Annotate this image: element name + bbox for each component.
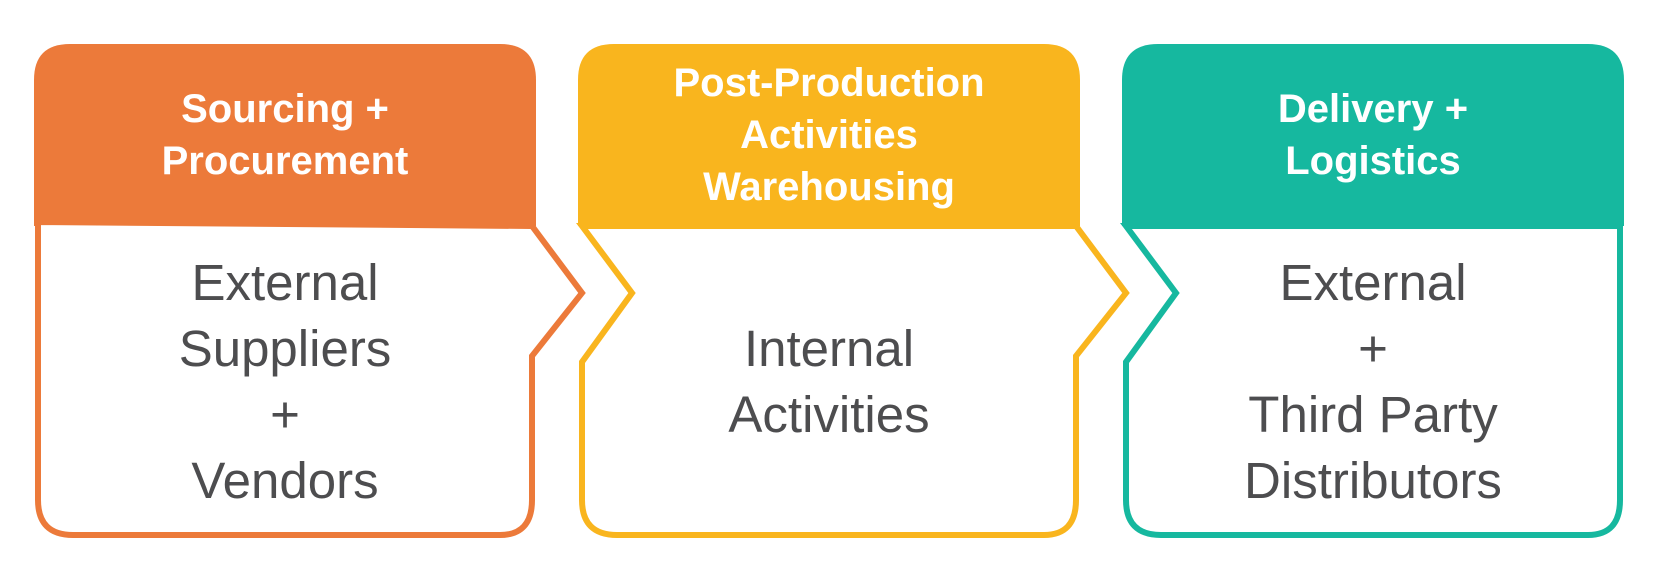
stage-1-title-line: Sourcing + xyxy=(181,87,389,131)
stage-3-title: Delivery + Logistics xyxy=(1122,44,1624,226)
stage-1-body-line: Suppliers xyxy=(178,320,392,377)
stage-3-body-line: External xyxy=(1279,254,1467,311)
stage-2-header-fill xyxy=(578,44,1080,226)
stage-2-title: Post-Production Activities Warehousing xyxy=(578,44,1080,226)
stage-3-header-fill xyxy=(1122,44,1624,226)
stage-3-body: External + Third Party Distributors xyxy=(1126,232,1620,532)
stage-2-body: Internal Activities xyxy=(582,232,1076,532)
stage-2-title-line: Activities xyxy=(740,113,918,157)
stage-3-outline xyxy=(1120,223,1623,538)
stage-delivery-logistics xyxy=(1120,44,1624,538)
stage-3-title-line: Delivery + xyxy=(1277,87,1469,131)
stage-1-title: Sourcing + Procurement xyxy=(34,44,536,226)
stage-2-title-line: Post-Production xyxy=(673,61,985,105)
stage-1-body-line: + xyxy=(270,386,300,443)
stage-1-outline xyxy=(35,218,586,538)
stage-post-production xyxy=(576,44,1130,538)
stage-1-title-line: Procurement xyxy=(161,139,409,183)
stage-2-outline xyxy=(576,223,1130,538)
stage-2-body-line: Internal xyxy=(743,320,915,377)
stage-3-body-line: + xyxy=(1358,320,1388,377)
stage-2-body-line: Activities xyxy=(728,386,930,443)
stage-3-title-line: Logistics xyxy=(1285,139,1461,183)
stage-1-body: External Suppliers + Vendors xyxy=(38,232,532,532)
stage-sourcing-procurement xyxy=(34,44,586,538)
stage-1-body-line: External xyxy=(191,254,379,311)
stage-3-body-line: Distributors xyxy=(1244,452,1502,509)
stage-3-body-line: Third Party xyxy=(1248,386,1498,443)
stage-1-body-line: Vendors xyxy=(191,452,379,509)
stage-2-title-line: Warehousing xyxy=(703,165,955,209)
stage-1-header-fill xyxy=(34,44,536,226)
